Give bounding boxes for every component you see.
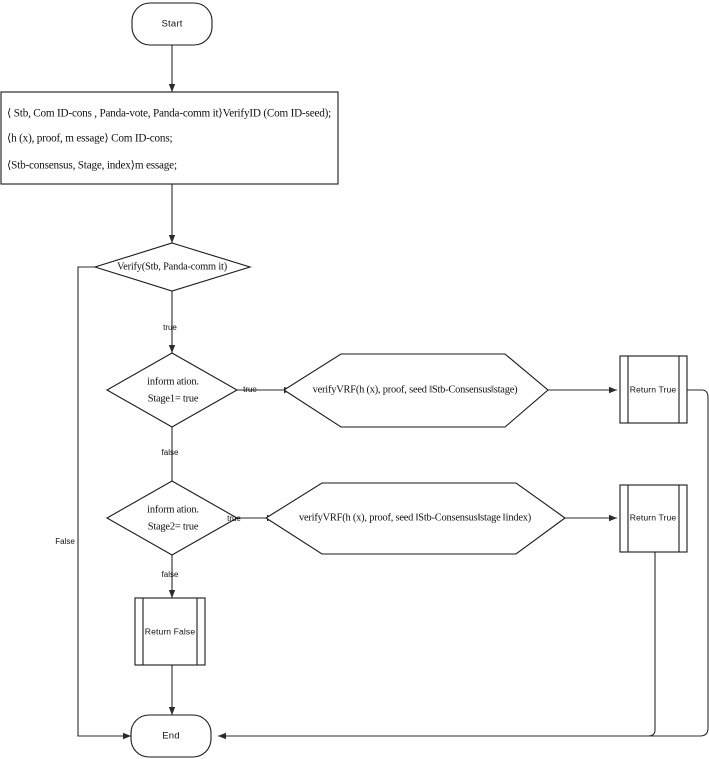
return-true-2-shape — [619, 484, 688, 553]
process-line-3: ⟨Stb-consensus, Stage, index⟩m essage; — [7, 160, 177, 172]
node-decision-verify[interactable]: Verify(Stb, Panda-comm it) — [93, 242, 252, 292]
decision-verify-label: Verify(Stb, Panda-comm it) — [117, 261, 227, 272]
edge-label-verify-true: true — [163, 323, 177, 332]
node-process[interactable]: ⟨ Stb, Com ID-cons , Panda-vote, Panda-c… — [0, 91, 339, 185]
decision-stage2-line-2: Stage2= true — [148, 521, 199, 532]
node-decision-stage1[interactable]: inform ation. Stage1= true — [105, 352, 239, 428]
connectors — [77, 44, 709, 740]
node-hex-stage2[interactable]: verifyVRF(h (x), proof, seed ‖Stb-Consen… — [264, 482, 566, 555]
node-end[interactable]: End — [130, 714, 212, 758]
connector-verify-false-to-end — [77, 266, 131, 740]
edge-label-stage1-true: true — [243, 385, 257, 394]
connector-returntrue2-to-end — [218, 551, 656, 737]
start-label: Start — [161, 19, 182, 30]
process-line-2: ⟨h (x), proof, m essage⟩ Com ID-cons; — [7, 133, 172, 145]
decision-stage1-line-2: Stage1= true — [148, 393, 199, 404]
process-shape — [0, 91, 339, 185]
edge-label-verify-false: False — [55, 537, 75, 546]
decision-stage2-shape — [105, 480, 239, 556]
node-decision-stage2[interactable]: inform ation. Stage2= true — [105, 480, 239, 556]
hex-stage2-shape — [264, 482, 566, 555]
edge-label-stage2-false: false — [162, 570, 179, 579]
hex-stage1-label: verifyVRF(h (x), proof, seed ‖Stb-Consen… — [313, 384, 518, 395]
edge-label-stage2-true: true — [227, 514, 241, 523]
hex-stage1-shape — [282, 353, 549, 428]
return-true-1-shape — [619, 355, 688, 424]
node-return-true-2[interactable]: Return True — [619, 484, 688, 553]
edge-labels: true False true false true false — [55, 323, 257, 579]
return-false-shape — [134, 597, 206, 666]
node-return-false[interactable]: Return False — [134, 597, 206, 666]
decision-stage1-line-1: inform ation. — [147, 376, 199, 387]
hex-stage2-label: verifyVRF(h (x), proof, seed ‖Stb-Consen… — [299, 512, 531, 523]
return-true-2-label: Return True — [630, 512, 677, 522]
start-shape — [131, 2, 213, 46]
decision-stage2-line-1: inform ation. — [147, 504, 199, 515]
process-line-1: ⟨ Stb, Com ID-cons , Panda-vote, Panda-c… — [7, 108, 331, 120]
node-start[interactable]: Start — [131, 2, 213, 46]
return-true-1-label: Return True — [630, 384, 677, 394]
return-false-label: Return False — [145, 626, 196, 636]
connector-returntrue1-to-end — [218, 389, 709, 740]
end-shape — [130, 714, 212, 758]
decision-verify-shape — [93, 242, 252, 292]
node-return-true-1[interactable]: Return True — [619, 355, 688, 424]
decision-stage1-shape — [105, 352, 239, 428]
end-label: End — [162, 731, 180, 742]
node-hex-stage1[interactable]: verifyVRF(h (x), proof, seed ‖Stb-Consen… — [282, 353, 549, 428]
edge-label-stage1-false: false — [162, 448, 179, 457]
